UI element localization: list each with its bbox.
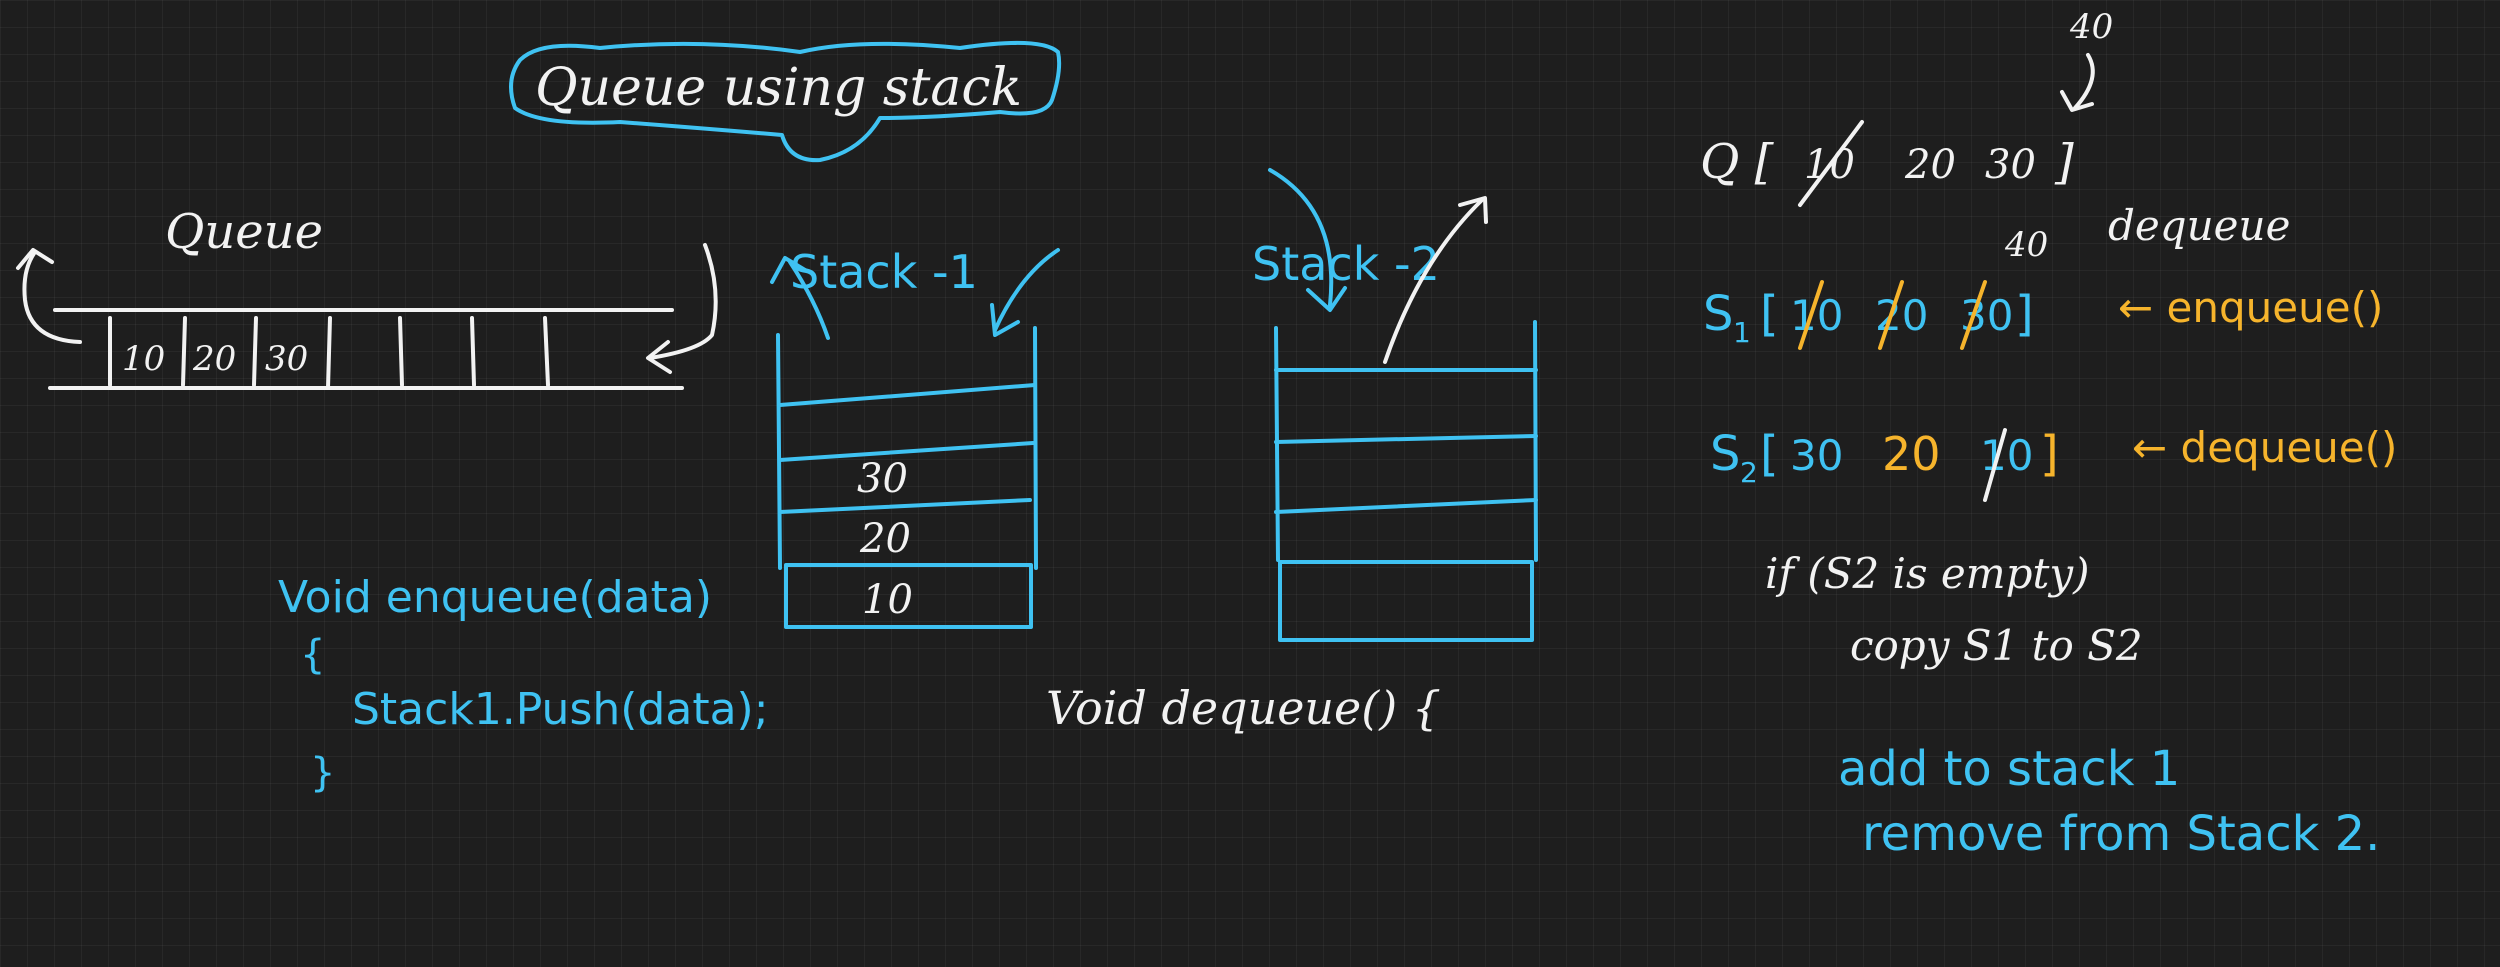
queue-exit-arrow: [22, 250, 82, 344]
stack1-shelf: [778, 383, 1037, 407]
queue-label: Queue: [165, 204, 323, 260]
notes: 40 Q [ 10 20 30 ] 40 dequeue S 1 [ 10 20…: [1700, 7, 2397, 862]
incoming-value: 40: [2069, 7, 2113, 47]
strike-mark: [1878, 280, 1904, 350]
stack1-push-arrowhead: [770, 256, 807, 284]
stack1-label: Stack -1: [790, 245, 978, 299]
s2-item: 30: [1790, 431, 1843, 480]
s1-sub: 1: [1733, 316, 1751, 349]
incoming-arrow: [2073, 53, 2095, 110]
queue-entry-arrowhead: [646, 340, 672, 374]
queue-cell: 20: [192, 339, 236, 379]
summary-line-1: add to stack 1: [1838, 741, 2180, 797]
stack2-bottom-cell: [1278, 560, 1534, 642]
queue-array-item: 30: [1985, 142, 2036, 188]
queue-array-suffix: ]: [2054, 134, 2074, 190]
stack2-pop-arrow: [1383, 198, 1484, 364]
dequeued-value: 40: [2004, 225, 2048, 265]
dequeue-signature: Void dequeue() {: [1046, 681, 1441, 735]
queue-cell: 10: [122, 339, 165, 379]
stack1-pop-arrow: [993, 248, 1060, 332]
dequeue-word: dequeue: [2108, 201, 2290, 250]
stack1-shelf: [778, 441, 1035, 462]
title-text: Queue using stack: [535, 58, 1022, 118]
stack1-push-arrow: [788, 260, 830, 340]
summary-line-2: remove from Stack 2.: [1862, 806, 2380, 862]
s2-open: [: [1760, 426, 1779, 482]
queue-cell-dividers: [108, 316, 550, 390]
queue-array-prefix: Q [: [1700, 134, 1775, 190]
title-cloud-outline: [509, 40, 1062, 163]
condition-text: if (S2 is empty): [1765, 549, 2089, 598]
stack1-cell: 30: [857, 456, 908, 502]
stack2-push-arrowhead: [1306, 286, 1347, 312]
stack2-shelf: [1274, 434, 1538, 444]
s1-arrow-label: ← enqueue(): [2118, 283, 2383, 332]
s1-close: ]: [2015, 286, 2034, 342]
enqueue-open-brace: {: [300, 632, 325, 678]
s2-item: 20: [1882, 427, 1941, 481]
s1-open: [: [1760, 286, 1779, 342]
stack1-diagram: Stack -1 30 20 10: [770, 245, 1060, 629]
stack1-bottom-cell: [784, 563, 1033, 629]
stack1-cell: 10: [862, 577, 913, 623]
strike-mark: [1983, 428, 2007, 502]
enqueue-close-brace: }: [310, 750, 335, 796]
s2-sub: 2: [1740, 456, 1758, 489]
stack1-right-wall: [1033, 326, 1038, 570]
stack2-right-wall: [1533, 320, 1538, 562]
s2-close: ]: [2040, 426, 2059, 482]
stack2-pop-arrowhead: [1458, 196, 1488, 224]
enqueue-body: Stack1.Push(data);: [352, 684, 769, 735]
stack2-diagram: Stack -2: [1252, 168, 1538, 642]
enqueue-code: Void enqueue(data) { Stack1.Push(data); …: [278, 572, 769, 796]
s2-item: 10: [1980, 431, 2033, 480]
strike-mark: [1960, 280, 1987, 350]
queue-exit-arrowhead: [16, 248, 54, 270]
queue-array-item: 20: [1904, 142, 1956, 188]
stack1-left-wall: [776, 333, 782, 570]
queue-cell: 30: [265, 339, 308, 379]
enqueue-signature: Void enqueue(data): [278, 572, 712, 623]
stack2-left-wall: [1274, 326, 1280, 562]
s2-prefix: S: [1710, 426, 1740, 482]
stack2-push-arrow: [1268, 168, 1334, 307]
condition-action: copy S1 to S2: [1850, 621, 2143, 670]
stack2-label: Stack -2: [1252, 237, 1440, 291]
queue-diagram: Queue 10 20 30: [16, 204, 718, 390]
queue-entry-arrow: [648, 243, 718, 360]
s1-prefix: S: [1703, 286, 1733, 342]
incoming-arrowhead: [2060, 90, 2094, 112]
stack1-pop-arrowhead: [990, 303, 1020, 337]
stack1-cell: 20: [859, 516, 911, 562]
strike-mark: [1798, 280, 1824, 350]
stack2-shelf: [1274, 498, 1538, 514]
stack1-shelf: [778, 498, 1032, 514]
strike-mark: [1798, 120, 1864, 207]
s2-arrow-label: ← dequeue(): [2132, 423, 2397, 472]
title-group: Queue using stack: [509, 40, 1062, 163]
